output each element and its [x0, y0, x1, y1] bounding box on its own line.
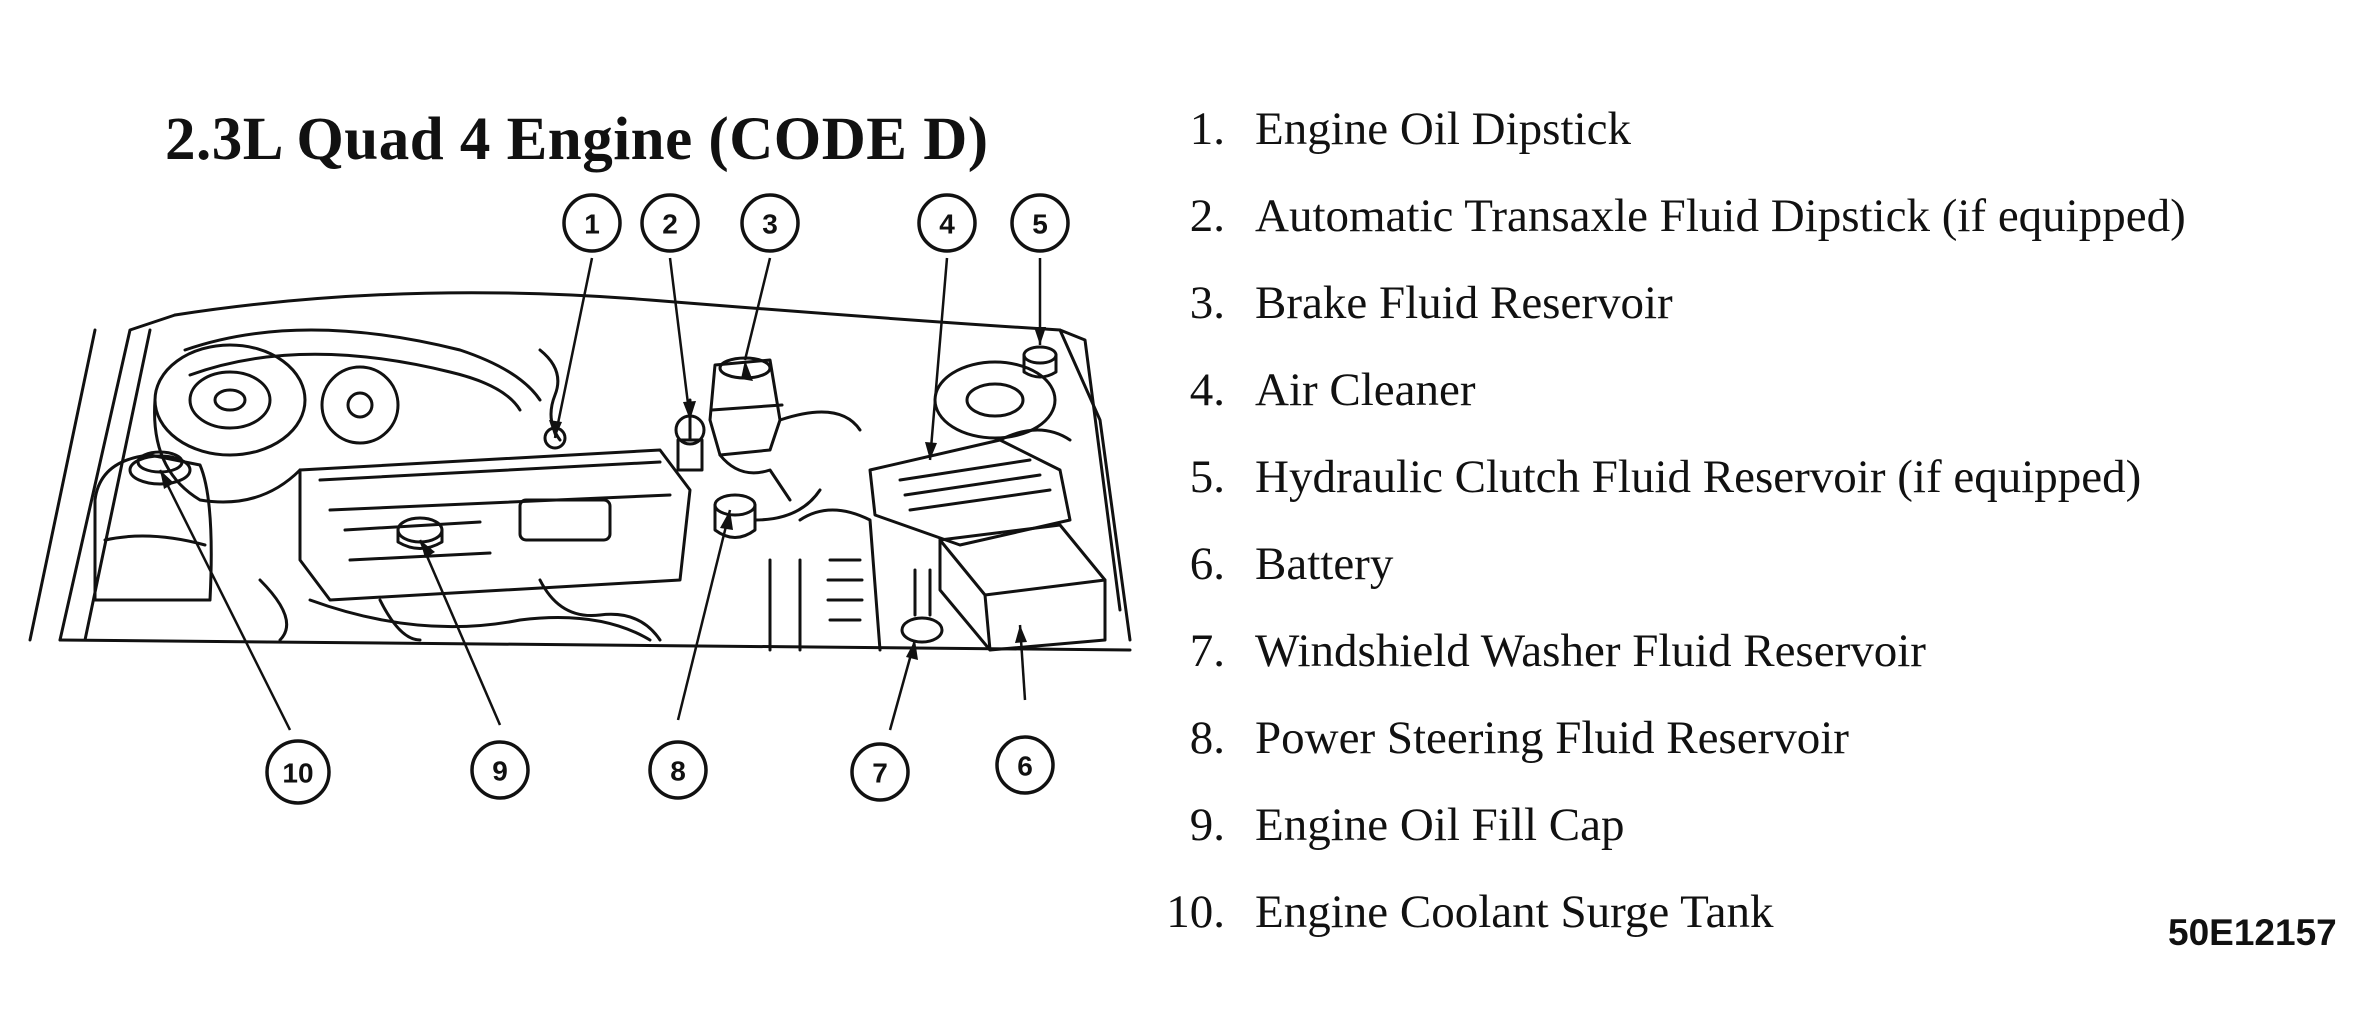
callout-label-4: 4 [939, 209, 955, 240]
legend-number: 6. [1189, 538, 1225, 590]
legend-label: Engine Oil Fill Cap [1255, 799, 1625, 851]
figure-code: 50E12157 [2168, 912, 2337, 953]
callout-label-9: 9 [492, 756, 508, 787]
legend-number: 9. [1189, 799, 1225, 851]
callout-label-3: 3 [762, 209, 778, 240]
legend-number: 7. [1189, 625, 1225, 677]
callout-label-1: 1 [584, 209, 600, 240]
clutch-reservoir [1022, 345, 1058, 379]
engine-top [183, 328, 692, 642]
callout-circle-10 [265, 739, 331, 805]
callout-circle-9 [470, 740, 530, 800]
callout-circle-7 [850, 742, 910, 802]
callout-circle-1 [562, 193, 622, 253]
callout-circle-8 [648, 740, 708, 800]
washer-reservoir [900, 568, 944, 644]
callout-label-6: 6 [1017, 751, 1033, 782]
callout-circle-2 [640, 193, 700, 253]
engine-bay-diagram: 1 2 3 4 5 6 7 8 9 10 [28, 193, 1132, 805]
power-steering-reservoir [713, 488, 822, 539]
callout-label-8: 8 [670, 756, 686, 787]
legend-label: Air Cleaner [1255, 364, 1476, 416]
legend-label: Hydraulic Clutch Fluid Reservoir (if equ… [1255, 451, 2142, 503]
leader-arrowheads [160, 327, 1046, 660]
oil-fill-cap [396, 516, 444, 550]
brake-reservoir [708, 356, 862, 502]
callout-label-5: 5 [1032, 209, 1048, 240]
legend-label: Power Steering Fluid Reservoir [1255, 712, 1849, 764]
right-strut-tower [933, 360, 1057, 440]
legend-label: Battery [1255, 538, 1394, 590]
callout-label-7: 7 [872, 758, 888, 789]
legend-number: 10. [1166, 886, 1225, 938]
left-strut-tower [153, 343, 307, 504]
legend-label: Windshield Washer Fluid Reservoir [1255, 625, 1926, 677]
intake-duct [768, 508, 882, 652]
diagram-title: 2.3L Quad 4 Engine (CODE D) [165, 106, 989, 173]
callout-circle-4 [917, 193, 977, 253]
legend-number: 2. [1189, 190, 1225, 242]
legend-label: Brake Fluid Reservoir [1255, 277, 1673, 329]
leader-lines [158, 257, 1042, 731]
legend-label: Engine Coolant Surge Tank [1255, 886, 1774, 938]
legend-number: 5. [1189, 451, 1225, 503]
legend-label: Automatic Transaxle Fluid Dipstick (if e… [1255, 190, 2186, 242]
legend-number: 8. [1189, 712, 1225, 764]
callout-circle-6 [995, 735, 1055, 795]
battery [938, 523, 1107, 652]
legend-number: 1. [1189, 103, 1225, 155]
callout-circle-5 [1010, 193, 1070, 253]
legend-number: 3. [1189, 277, 1225, 329]
callout-label-2: 2 [662, 209, 678, 240]
legend-label: Engine Oil Dipstick [1255, 103, 1631, 155]
callout-circle-3 [740, 193, 800, 253]
callout-label-10: 10 [282, 758, 313, 789]
legend-number: 4. [1189, 364, 1225, 416]
coolant-surge-tank [93, 450, 213, 602]
